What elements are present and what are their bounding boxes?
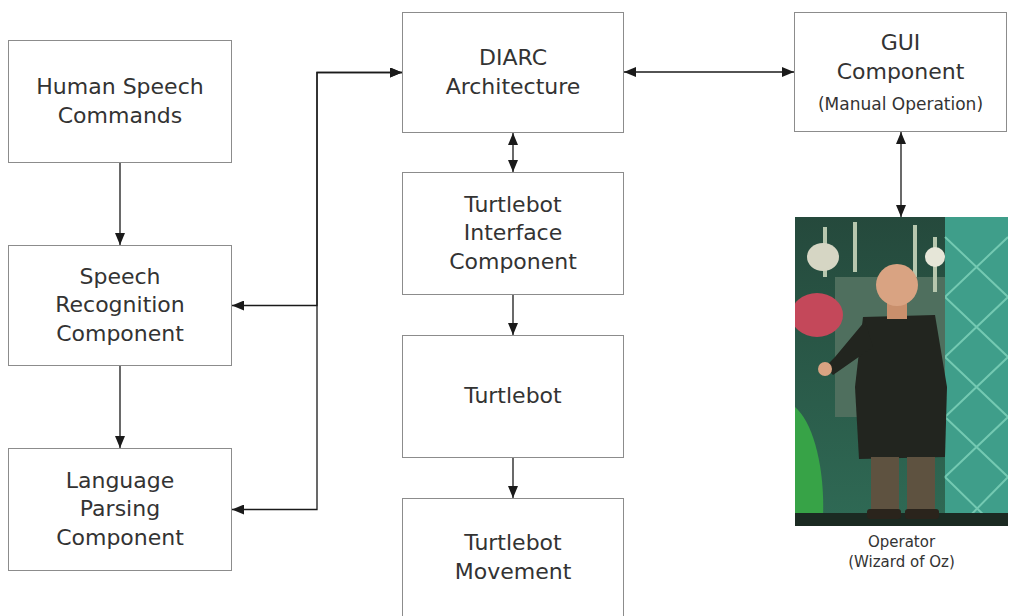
photo-frame — [795, 217, 1008, 526]
connector-arrow — [232, 73, 402, 510]
robot-box: Turtlebot — [402, 335, 624, 458]
photo-caption: Operator (Wizard of Oz) — [842, 532, 962, 573]
box-label: Turtlebot Movement — [421, 529, 606, 586]
connector-arrow — [512, 295, 513, 335]
box-label: Turtlebot — [464, 382, 561, 411]
operator-photo-node: Operator (Wizard of Oz) — [795, 217, 1008, 573]
head — [876, 264, 918, 306]
coat-arm — [825, 321, 873, 375]
box-label: Turtlebot Interface Component — [421, 191, 606, 277]
photo-background — [795, 217, 1008, 526]
box-label: Language Parsing Component — [30, 467, 210, 553]
floor — [795, 513, 1008, 526]
input-box: Human Speech Commands — [8, 40, 232, 163]
operator-photo — [795, 217, 1008, 526]
connector-arrow — [119, 366, 120, 448]
panel-lattice — [945, 237, 1008, 526]
red-object — [795, 293, 843, 337]
component-box: Turtlebot Interface Component — [402, 172, 624, 295]
connector-arrow — [119, 163, 120, 245]
component-box: Speech Recognition Component — [8, 245, 232, 366]
connector-arrow — [512, 458, 513, 498]
box-label: Speech Recognition Component — [28, 263, 213, 349]
gui-box: GUI Component (Manual Operation) — [794, 12, 1007, 132]
connector-arrow — [900, 132, 901, 217]
connector-arrow — [624, 71, 794, 72]
architecture-box: DIARC Architecture — [402, 12, 624, 133]
box-subtitle: (Manual Operation) — [818, 93, 983, 115]
box-label: DIARC Architecture — [421, 44, 606, 101]
hand — [818, 362, 832, 376]
valve — [925, 247, 945, 267]
connector-arrow — [512, 133, 513, 172]
trouser-leg — [871, 457, 899, 513]
gauge — [807, 243, 839, 271]
component-box: Language Parsing Component — [8, 448, 232, 571]
box-label: Human Speech Commands — [28, 73, 213, 130]
shoe — [867, 509, 901, 519]
trouser-leg — [907, 457, 935, 513]
shoe — [905, 509, 939, 519]
curtain-fold — [795, 407, 823, 517]
output-box: Turtlebot Movement — [402, 498, 624, 616]
box-label: GUI Component — [831, 29, 971, 86]
teal-panel — [945, 217, 1008, 526]
connector-group — [120, 72, 901, 510]
